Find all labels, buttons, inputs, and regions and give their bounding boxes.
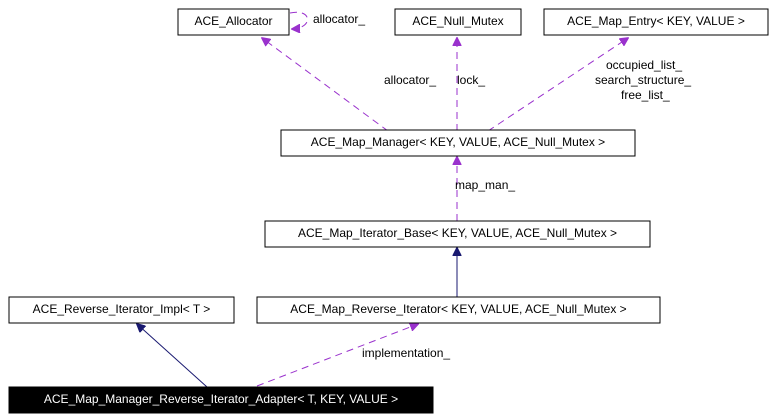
node-label-ace-map-manager-reverse-iterator-adapter: ACE_Map_Manager_Reverse_Iterator_Adapter…: [44, 392, 398, 406]
edge-label-occupied-list: occupied_list_: [606, 58, 682, 72]
edge-label-allocator: allocator_: [384, 73, 436, 87]
node-ace-map-entry[interactable]: ACE_Map_Entry< KEY, VALUE >: [543, 8, 769, 36]
edge-label-implementation: implementation_: [362, 346, 450, 360]
node-ace-map-manager[interactable]: ACE_Map_Manager< KEY, VALUE, ACE_Null_Mu…: [280, 129, 636, 157]
edge-label-allocator-self: allocator_: [313, 12, 365, 26]
edge-allocator: [262, 38, 389, 132]
node-label-ace-reverse-iterator-impl: ACE_Reverse_Iterator_Impl< T >: [33, 302, 211, 316]
node-label-ace-map-iterator-base: ACE_Map_Iterator_Base< KEY, VALUE, ACE_N…: [298, 226, 617, 240]
edge-map-entry: [487, 38, 628, 132]
node-label-ace-map-reverse-iterator: ACE_Map_Reverse_Iterator< KEY, VALUE, AC…: [290, 302, 626, 316]
edge-label-lock: lock_: [457, 73, 485, 87]
edge-label-search-structure: search_structure_: [595, 73, 691, 87]
node-ace-reverse-iterator-impl[interactable]: ACE_Reverse_Iterator_Impl< T >: [8, 296, 235, 324]
edge-implementation: [256, 324, 418, 387]
node-label-ace-map-manager: ACE_Map_Manager< KEY, VALUE, ACE_Null_Mu…: [311, 135, 605, 149]
node-label-ace-allocator: ACE_Allocator: [194, 14, 272, 28]
edge-inherit-reverse-iterator-impl: [137, 324, 208, 388]
node-ace-null-mutex[interactable]: ACE_Null_Mutex: [394, 8, 522, 36]
node-ace-map-reverse-iterator[interactable]: ACE_Map_Reverse_Iterator< KEY, VALUE, AC…: [256, 296, 661, 324]
edge-label-map-man: map_man_: [455, 178, 515, 192]
node-label-ace-null-mutex: ACE_Null_Mutex: [412, 14, 503, 28]
node-ace-map-iterator-base[interactable]: ACE_Map_Iterator_Base< KEY, VALUE, ACE_N…: [264, 220, 651, 248]
edge-label-free-list: free_list_: [621, 88, 670, 102]
node-label-ace-map-entry: ACE_Map_Entry< KEY, VALUE >: [567, 14, 745, 28]
node-ace-map-manager-reverse-iterator-adapter[interactable]: ACE_Map_Manager_Reverse_Iterator_Adapter…: [8, 386, 434, 414]
node-ace-allocator[interactable]: ACE_Allocator: [177, 8, 290, 36]
edge-allocator-self: [289, 11, 308, 29]
